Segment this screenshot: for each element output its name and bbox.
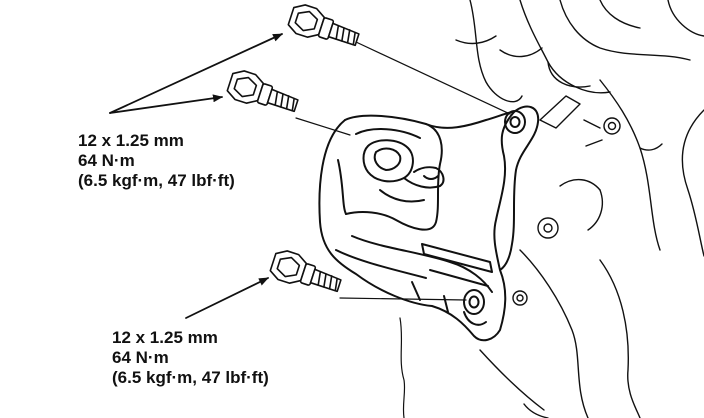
upper-arrow-2 (109, 94, 223, 114)
upper-arrow-1 (109, 33, 283, 114)
lower-bolt-torque-alt: (6.5 kgf·m, 47 lbf·ft) (112, 368, 269, 387)
mount-bracket (318, 105, 540, 342)
upper-bolt-1 (287, 4, 360, 47)
upper-bolt-2 (226, 70, 299, 113)
lower-bolt-spec: 12 x 1.25 mm 64 N·m (6.5 kgf·m, 47 lbf·f… (112, 328, 269, 388)
lower-bolt-torque: 64 N·m (112, 348, 169, 367)
lower-bolt (269, 250, 342, 293)
engine-block-outline (455, 0, 704, 418)
upper-bolt-torque-alt: (6.5 kgf·m, 47 lbf·ft) (78, 171, 235, 190)
bolt-alignment-lines (295, 41, 511, 418)
lower-bolt-size: 12 x 1.25 mm (112, 328, 218, 347)
upper-bolt-spec: 12 x 1.25 mm 64 N·m (6.5 kgf·m, 47 lbf·f… (78, 131, 235, 191)
callout-arrows (109, 33, 283, 319)
upper-bolt-torque: 64 N·m (78, 151, 135, 170)
upper-bolt-size: 12 x 1.25 mm (78, 131, 184, 150)
lower-arrow (185, 277, 269, 319)
